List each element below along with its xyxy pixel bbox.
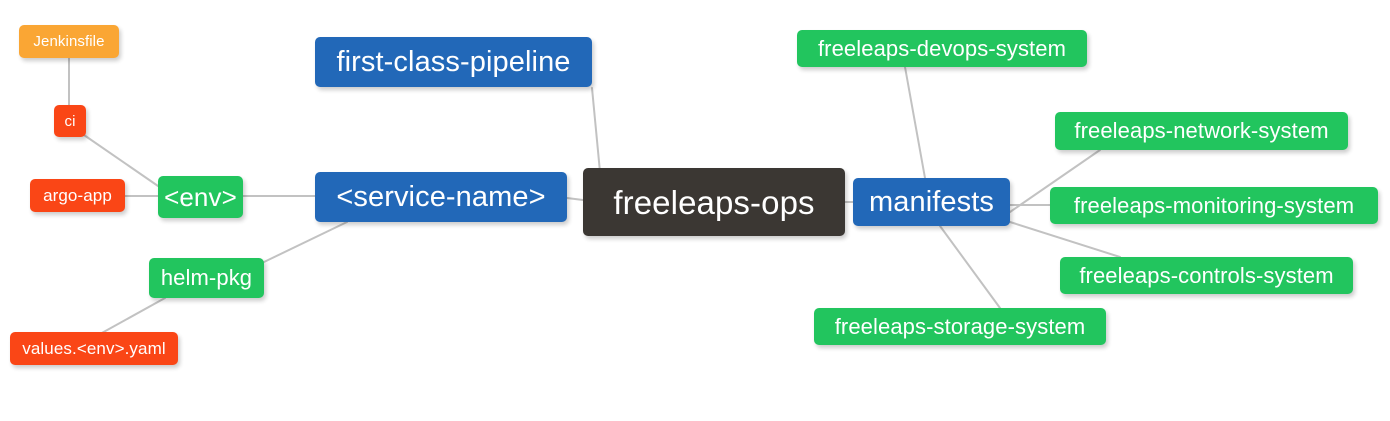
mindmap-node-manifests[interactable]: manifests: [853, 178, 1010, 226]
edge-manifests-storage: [939, 225, 1001, 309]
mindmap-node-freeleaps-controls-system[interactable]: freeleaps-controls-system: [1060, 257, 1353, 294]
mindmap-node-freeleaps-network-system[interactable]: freeleaps-network-system: [1055, 112, 1348, 150]
mindmap-node-label: freeleaps-ops: [613, 183, 815, 221]
mindmap-node-freeleaps-devops-system[interactable]: freeleaps-devops-system: [797, 30, 1087, 67]
mindmap-node-freeleaps-monitoring-system[interactable]: freeleaps-monitoring-system: [1050, 187, 1378, 224]
mindmap-node-label: values.<env>.yaml: [22, 339, 166, 358]
mindmap-node-label: <env>: [164, 182, 237, 212]
mindmap-node-argo-app[interactable]: argo-app: [30, 179, 125, 212]
mindmap-node-label: freeleaps-network-system: [1074, 118, 1329, 143]
mindmap-node-ci[interactable]: ci: [54, 105, 86, 137]
mindmap-node-freeleaps-storage-system[interactable]: freeleaps-storage-system: [814, 308, 1106, 345]
mindmap-node-label: freeleaps-storage-system: [834, 313, 1086, 339]
mindmap-node-label: argo-app: [43, 186, 112, 205]
mindmap-node-service-name[interactable]: <service-name>: [315, 172, 567, 222]
mindmap-node-freeleaps-ops[interactable]: freeleaps-ops: [583, 168, 845, 236]
mindmap-node-first-class-pipeline[interactable]: first-class-pipeline: [315, 37, 592, 87]
mindmap-node-label: freeleaps-devops-system: [817, 35, 1067, 61]
mindmap-node-values-env-yaml[interactable]: values.<env>.yaml: [10, 332, 178, 365]
mindmap-node-label: ci: [64, 112, 76, 130]
edge-manifests-controls: [1009, 221, 1121, 258]
edge-ops-service: [566, 197, 584, 201]
mindmap-node-label: Jenkinsfile: [33, 33, 105, 50]
mindmap-node-label: freeleaps-monitoring-system: [1073, 192, 1355, 218]
mindmap-node-helm-pkg[interactable]: helm-pkg: [149, 258, 264, 298]
edge-ops-pipeline: [591, 87, 601, 173]
mindmap-node-env[interactable]: <env>: [158, 176, 243, 218]
edge-helm-values: [99, 297, 166, 335]
mindmap-node-label: manifests: [869, 185, 994, 218]
edge-service-helm: [263, 221, 348, 263]
mindmap-node-label: freeleaps-controls-system: [1079, 262, 1334, 288]
mindmap-node-label: helm-pkg: [160, 265, 253, 290]
mindmap-node-jenkinsfile[interactable]: Jenkinsfile: [19, 25, 119, 58]
edge-manifests-devops: [904, 66, 926, 179]
mindmap-node-label: first-class-pipeline: [336, 45, 571, 78]
mindmap-node-label: <service-name>: [336, 180, 546, 213]
